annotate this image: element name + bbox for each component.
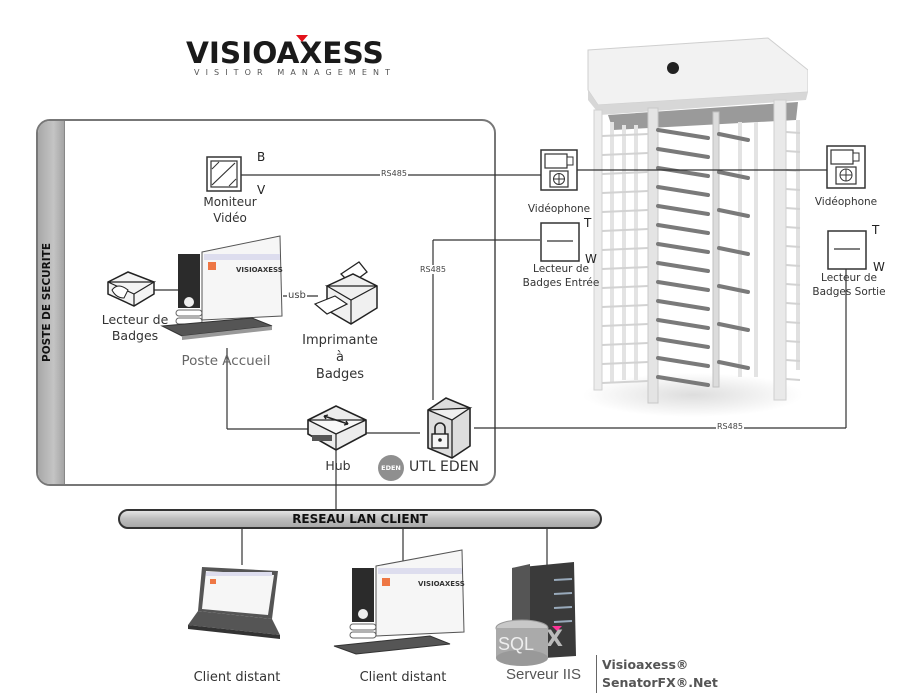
- turnstile-arm: [656, 185, 710, 197]
- video-monitor-label: Moniteur Vidéo: [203, 195, 257, 225]
- reader-exit-port-w: W: [873, 260, 885, 274]
- iis-server-label: Serveur IIS: [506, 666, 582, 683]
- turnstile-arm: [717, 132, 750, 142]
- turnstile-arm: [656, 356, 710, 368]
- svg-text:X: X: [546, 627, 563, 652]
- rs485-label-utl: RS485: [419, 265, 447, 274]
- turnstile-rail: [601, 190, 649, 194]
- laptop-icon[interactable]: [180, 565, 280, 645]
- turnstile-arm: [717, 170, 750, 180]
- turnstile-arm: [717, 360, 750, 370]
- turnstile-rail: [785, 264, 801, 267]
- reception-pc-label: Poste Accueil: [181, 353, 271, 369]
- turnstile-rail: [785, 321, 801, 324]
- turnstile-arm: [656, 128, 710, 140]
- monitor-port-v: V: [257, 183, 266, 197]
- turnstile-rail: [601, 209, 649, 213]
- turnstile-arm: [656, 280, 710, 292]
- client-desktop-icon[interactable]: VISIOAXESS: [326, 548, 466, 656]
- turnstile-arm: [656, 299, 710, 311]
- rs485-label-top: RS485: [380, 169, 408, 178]
- turnstile-arm: [717, 284, 750, 294]
- turnstile-rail: [601, 171, 649, 175]
- turnstile-rail: [785, 131, 801, 134]
- turnstile-rail: [601, 133, 649, 137]
- turnstile-rail: [601, 361, 649, 365]
- turnstile-arm: [656, 204, 710, 216]
- turnstile-arm: [656, 318, 710, 330]
- turnstile-rail: [601, 342, 649, 346]
- lock-icon[interactable]: [420, 396, 478, 460]
- turnstile-arm: [717, 322, 750, 332]
- server-icon[interactable]: X SQL: [494, 560, 584, 670]
- turnstile-arm: [717, 246, 750, 256]
- turnstile-arm: [656, 166, 710, 178]
- reader-entry-label: Lecteur de Badges Entrée: [522, 263, 600, 289]
- client-desktop-label: Client distant: [359, 670, 447, 685]
- turnstile-arm: [656, 147, 710, 159]
- turnstile-arm: [717, 208, 750, 218]
- turnstile-rail: [785, 207, 801, 210]
- reader-exit-label: Lecteur de Badges Sortie: [812, 272, 886, 298]
- turnstile-rail: [785, 245, 801, 248]
- rs485-label-exit: RS485: [716, 422, 744, 431]
- turnstile-rail: [785, 378, 801, 381]
- badge-reader-icon[interactable]: [104, 268, 156, 308]
- turnstile-rail: [785, 150, 801, 153]
- hub-label: Hub: [325, 458, 351, 473]
- logo-accent-triangle: [296, 35, 308, 42]
- eden-badge: EDEN: [378, 455, 404, 481]
- utl-eden-label: UTL EDEN: [409, 459, 479, 475]
- reader-entry-icon[interactable]: [540, 222, 580, 262]
- monitor-port-b: B: [257, 150, 266, 164]
- videophone-exit-icon[interactable]: [826, 145, 866, 189]
- logo-subtitle: VISITOR MANAGEMENT: [194, 68, 397, 77]
- reader-exit-port-t: T: [872, 223, 880, 237]
- turnstile-rail: [601, 152, 649, 156]
- turnstile-rail: [785, 226, 801, 229]
- usb-label: usb: [287, 290, 307, 301]
- turnstile-arm: [656, 375, 710, 387]
- turnstile-rail: [601, 266, 649, 270]
- videophone-exit-label: Vidéophone: [814, 196, 878, 208]
- client-laptop-label: Client distant: [193, 670, 281, 685]
- turnstile-arm: [656, 337, 710, 349]
- turnstile-arm: [656, 223, 710, 235]
- turnstile-rail: [601, 323, 649, 327]
- turnstile-arm: [656, 242, 710, 254]
- reader-exit-icon[interactable]: [827, 230, 867, 270]
- lan-label: RESEAU LAN CLIENT: [292, 512, 428, 526]
- logo-title: VISIOAXESS: [186, 36, 384, 70]
- videophone-entry-label: Vidéophone: [527, 203, 591, 215]
- reader-entry-port-w: W: [585, 252, 597, 266]
- software-brand: Visioaxess® SenatorFX®.Net: [602, 657, 718, 690]
- turnstile-rail: [785, 340, 801, 343]
- turnstile-rail: [785, 283, 801, 286]
- turnstile-rail: [601, 247, 649, 251]
- videophone-entry-icon[interactable]: [540, 149, 578, 191]
- turnstile-rail: [785, 188, 801, 191]
- reader-entry-port-t: T: [584, 216, 592, 230]
- svg-text:VISIOAXESS: VISIOAXESS: [236, 266, 283, 274]
- turnstile-rail: [785, 359, 801, 362]
- video-monitor-icon[interactable]: [206, 156, 242, 192]
- turnstile-rail: [601, 304, 649, 308]
- turnstile-arm: [656, 261, 710, 273]
- turnstile-rail: [601, 285, 649, 289]
- desktop-computer-icon[interactable]: VISIOAXESS: [152, 232, 286, 342]
- turnstile-rail: [601, 380, 649, 384]
- brand-divider: [596, 655, 597, 693]
- sql-label: SQL: [498, 634, 534, 654]
- badge-reader-label: Lecteur de Badges: [101, 312, 169, 343]
- printer-icon[interactable]: [313, 258, 381, 330]
- lan-bar: [118, 509, 602, 529]
- turnstile-icon: [583, 37, 808, 417]
- hub-icon[interactable]: [306, 404, 368, 454]
- printer-label: Imprimante à Badges: [302, 333, 378, 382]
- svg-text:VISIOAXESS: VISIOAXESS: [418, 580, 465, 588]
- security-zone-strip: [38, 121, 65, 484]
- turnstile-rail: [785, 302, 801, 305]
- turnstile-rail: [601, 228, 649, 232]
